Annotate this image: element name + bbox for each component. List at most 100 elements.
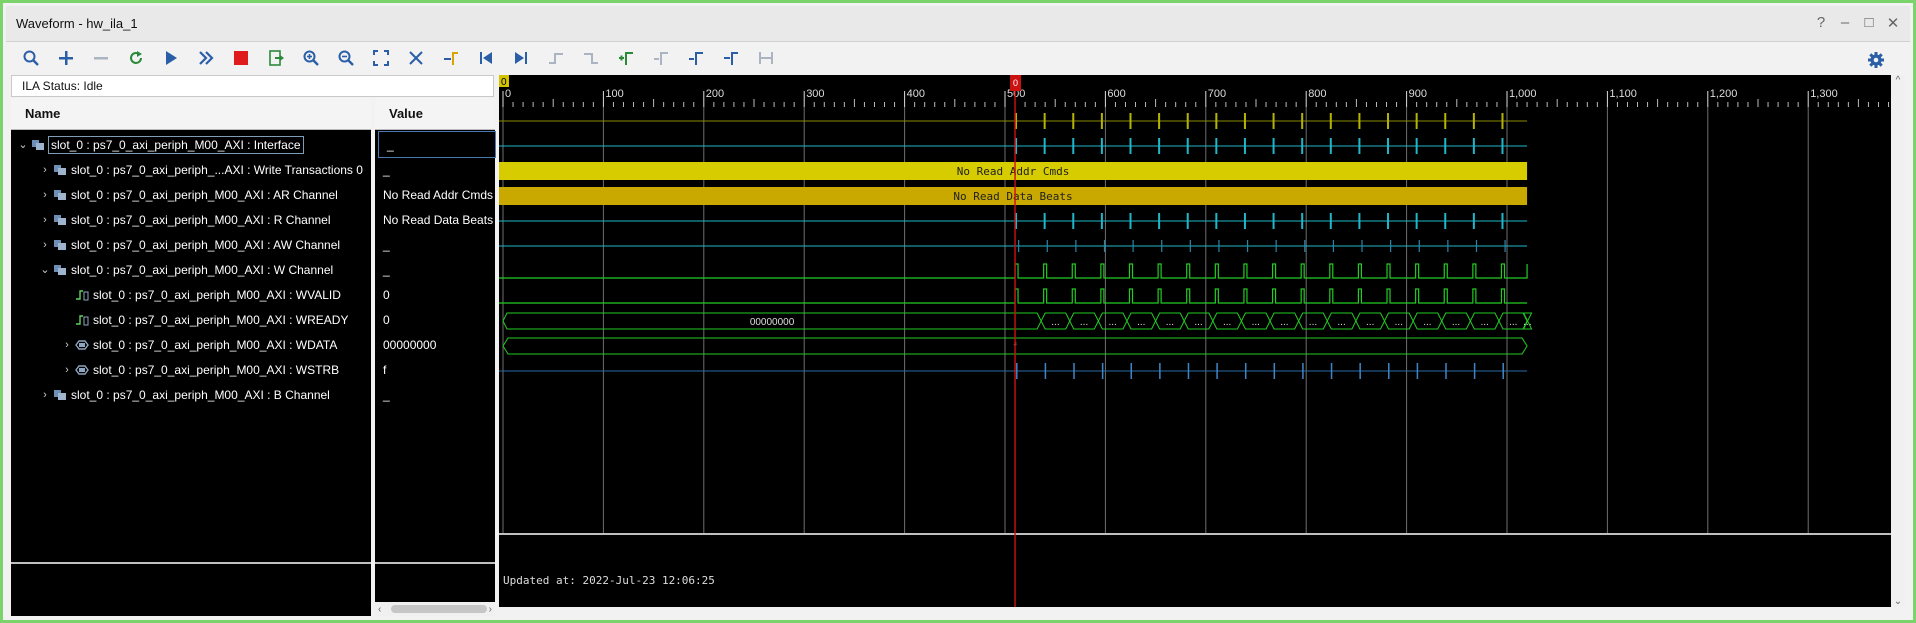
transaction-tick bbox=[1501, 138, 1504, 154]
refresh-icon[interactable] bbox=[123, 46, 149, 70]
signal-row[interactable]: slot_0 : ps7_0_axi_periph_M00_AXI : WREA… bbox=[11, 307, 371, 332]
signal-name: slot_0 : ps7_0_axi_periph_M00_AXI : Inte… bbox=[48, 135, 304, 154]
ruler-tick-label: 0 bbox=[505, 88, 511, 100]
bracket-icon[interactable] bbox=[753, 46, 779, 70]
first-icon[interactable] bbox=[473, 46, 499, 70]
transaction-tick bbox=[1447, 240, 1449, 252]
signal-value[interactable]: 00000000 bbox=[383, 337, 437, 352]
ruler-tick-label: 400 bbox=[907, 88, 925, 100]
signal-row[interactable]: ›slot_0 : ps7_0_axi_periph_M00_AXI : R C… bbox=[11, 207, 371, 232]
go-marker-icon[interactable] bbox=[438, 46, 464, 70]
signal-row[interactable]: ›slot_0 : ps7_0_axi_periph_M00_AXI : AR … bbox=[11, 182, 371, 207]
signal-row[interactable]: ›slot_0 : ps7_0_axi_periph_M00_AXI : WST… bbox=[11, 357, 371, 382]
bus-value-label: ... bbox=[1480, 317, 1488, 328]
transaction-tick bbox=[1015, 213, 1018, 229]
run-icon[interactable] bbox=[158, 46, 184, 70]
remove-icon[interactable] bbox=[88, 46, 114, 70]
zoom-in-icon[interactable] bbox=[298, 46, 324, 70]
transaction-tick bbox=[1129, 113, 1132, 129]
signal-value[interactable]: _ bbox=[383, 262, 390, 277]
add-marker-icon[interactable] bbox=[613, 46, 639, 70]
cursor-cross-icon[interactable] bbox=[403, 46, 429, 70]
ruler-tick-label: 300 bbox=[806, 88, 824, 100]
prev-edge-icon[interactable] bbox=[543, 46, 569, 70]
transaction-tick bbox=[1100, 113, 1103, 129]
zoom-fit-icon[interactable] bbox=[368, 46, 394, 70]
swap-icon[interactable] bbox=[718, 46, 744, 70]
signal-row[interactable]: › slot_0 : ps7_0_axi_periph_M00_AXI : WDA… bbox=[11, 332, 371, 357]
transaction-tick bbox=[1472, 113, 1475, 129]
zoom-out-icon[interactable] bbox=[333, 46, 359, 70]
scroll-right-icon[interactable]: › bbox=[488, 603, 492, 615]
bus-value-label: ... bbox=[1080, 317, 1088, 328]
export-icon[interactable] bbox=[263, 46, 289, 70]
chevron-right-icon[interactable]: › bbox=[43, 238, 47, 251]
scroll-left-icon[interactable]: ‹ bbox=[378, 603, 382, 615]
transaction-tick bbox=[1187, 363, 1190, 379]
transaction-tick bbox=[1304, 240, 1306, 252]
chevron-down-icon[interactable]: ⌄ bbox=[18, 139, 28, 151]
gear-icon[interactable] bbox=[1863, 48, 1889, 72]
run-fast-icon[interactable] bbox=[193, 46, 219, 70]
close-button[interactable]: ✕ bbox=[1886, 15, 1900, 32]
chevron-right-icon[interactable]: › bbox=[65, 363, 69, 376]
search-icon[interactable] bbox=[18, 46, 44, 70]
value-horizontal-scrollbar[interactable]: ‹ › bbox=[375, 602, 495, 616]
signal-row[interactable]: ›slot_0 : ps7_0_axi_periph_M00_AXI : B C… bbox=[11, 382, 371, 407]
signal-name: slot_0 : ps7_0_axi_periph_M00_AXI : WDAT… bbox=[93, 337, 338, 352]
signal-name: slot_0 : ps7_0_axi_periph_...AXI : Write… bbox=[71, 162, 363, 177]
signal-value[interactable]: _ bbox=[378, 131, 496, 158]
transaction-tick bbox=[1246, 240, 1249, 252]
prev-marker-icon[interactable] bbox=[648, 46, 674, 70]
window-title: Waveform - hw_ila_1 bbox=[16, 16, 138, 31]
maximize-button[interactable]: □ bbox=[1864, 14, 1874, 31]
stop-icon[interactable] bbox=[228, 46, 254, 70]
transaction-tick bbox=[1100, 213, 1103, 229]
next-edge-icon[interactable] bbox=[578, 46, 604, 70]
chevron-right-icon[interactable]: › bbox=[43, 163, 47, 176]
minimize-button[interactable]: – bbox=[1840, 14, 1850, 31]
signal-value[interactable]: _ bbox=[383, 162, 390, 177]
signal-value[interactable]: 0 bbox=[383, 287, 390, 302]
signal-value[interactable]: 0 bbox=[383, 312, 390, 327]
help-button[interactable]: ? bbox=[1816, 14, 1826, 31]
value-column-header[interactable]: Value bbox=[375, 98, 495, 130]
signal-name: slot_0 : ps7_0_axi_periph_M00_AXI : W Ch… bbox=[71, 262, 334, 277]
scroll-thumb[interactable] bbox=[391, 605, 487, 613]
transaction-tick bbox=[1272, 138, 1275, 154]
signal-value[interactable]: _ bbox=[383, 237, 390, 252]
chevron-right-icon[interactable]: › bbox=[65, 338, 69, 351]
ruler-tick-label: 800 bbox=[1308, 88, 1326, 100]
transaction-tick bbox=[1243, 138, 1246, 154]
bus-value-label: ... bbox=[1051, 317, 1059, 328]
bus-segment bbox=[1522, 312, 1533, 330]
signal-value[interactable]: f bbox=[383, 362, 387, 377]
signal-row[interactable]: ›slot_0 : ps7_0_axi_periph_M00_AXI : AW … bbox=[11, 232, 371, 257]
signal-row[interactable]: ⌄ slot_0 : ps7_0_axi_periph_M00_AXI : Int… bbox=[11, 132, 371, 157]
name-pane-divider bbox=[11, 562, 371, 564]
transaction-tick bbox=[1043, 213, 1046, 229]
scroll-down-icon[interactable]: ⌄ bbox=[1893, 596, 1903, 607]
next-marker-icon[interactable] bbox=[683, 46, 709, 70]
vertical-scrollbar[interactable]: ^ ⌄ bbox=[1891, 75, 1905, 607]
add-icon[interactable] bbox=[53, 46, 79, 70]
signal-value[interactable]: No Read Addr Cmds bbox=[383, 187, 494, 202]
signal-row[interactable]: ⌄ slot_0 : ps7_0_axi_periph_M00_AXI : W C… bbox=[11, 257, 371, 282]
scroll-up-icon[interactable]: ^ bbox=[1895, 75, 1901, 86]
signal-value[interactable]: _ bbox=[383, 387, 390, 402]
signal-row[interactable]: › slot_0 : ps7_0_axi_periph_...AXI : Writ… bbox=[11, 157, 371, 182]
vector-icon bbox=[75, 339, 89, 350]
chevron-down-icon[interactable]: ⌄ bbox=[40, 264, 50, 276]
chevron-right-icon[interactable]: › bbox=[43, 388, 47, 401]
signal-value[interactable]: No Read Data Beats bbox=[383, 212, 494, 227]
transaction-tick bbox=[1358, 113, 1361, 129]
signal-row[interactable]: slot_0 : ps7_0_axi_periph_M00_AXI : WVAL… bbox=[11, 282, 371, 307]
last-icon[interactable] bbox=[508, 46, 534, 70]
transaction-tick bbox=[1472, 213, 1475, 229]
name-column-header[interactable]: Name bbox=[11, 98, 371, 130]
chevron-right-icon[interactable]: › bbox=[43, 188, 47, 201]
transaction-tick bbox=[1273, 363, 1276, 379]
chevron-right-icon[interactable]: › bbox=[43, 213, 47, 226]
